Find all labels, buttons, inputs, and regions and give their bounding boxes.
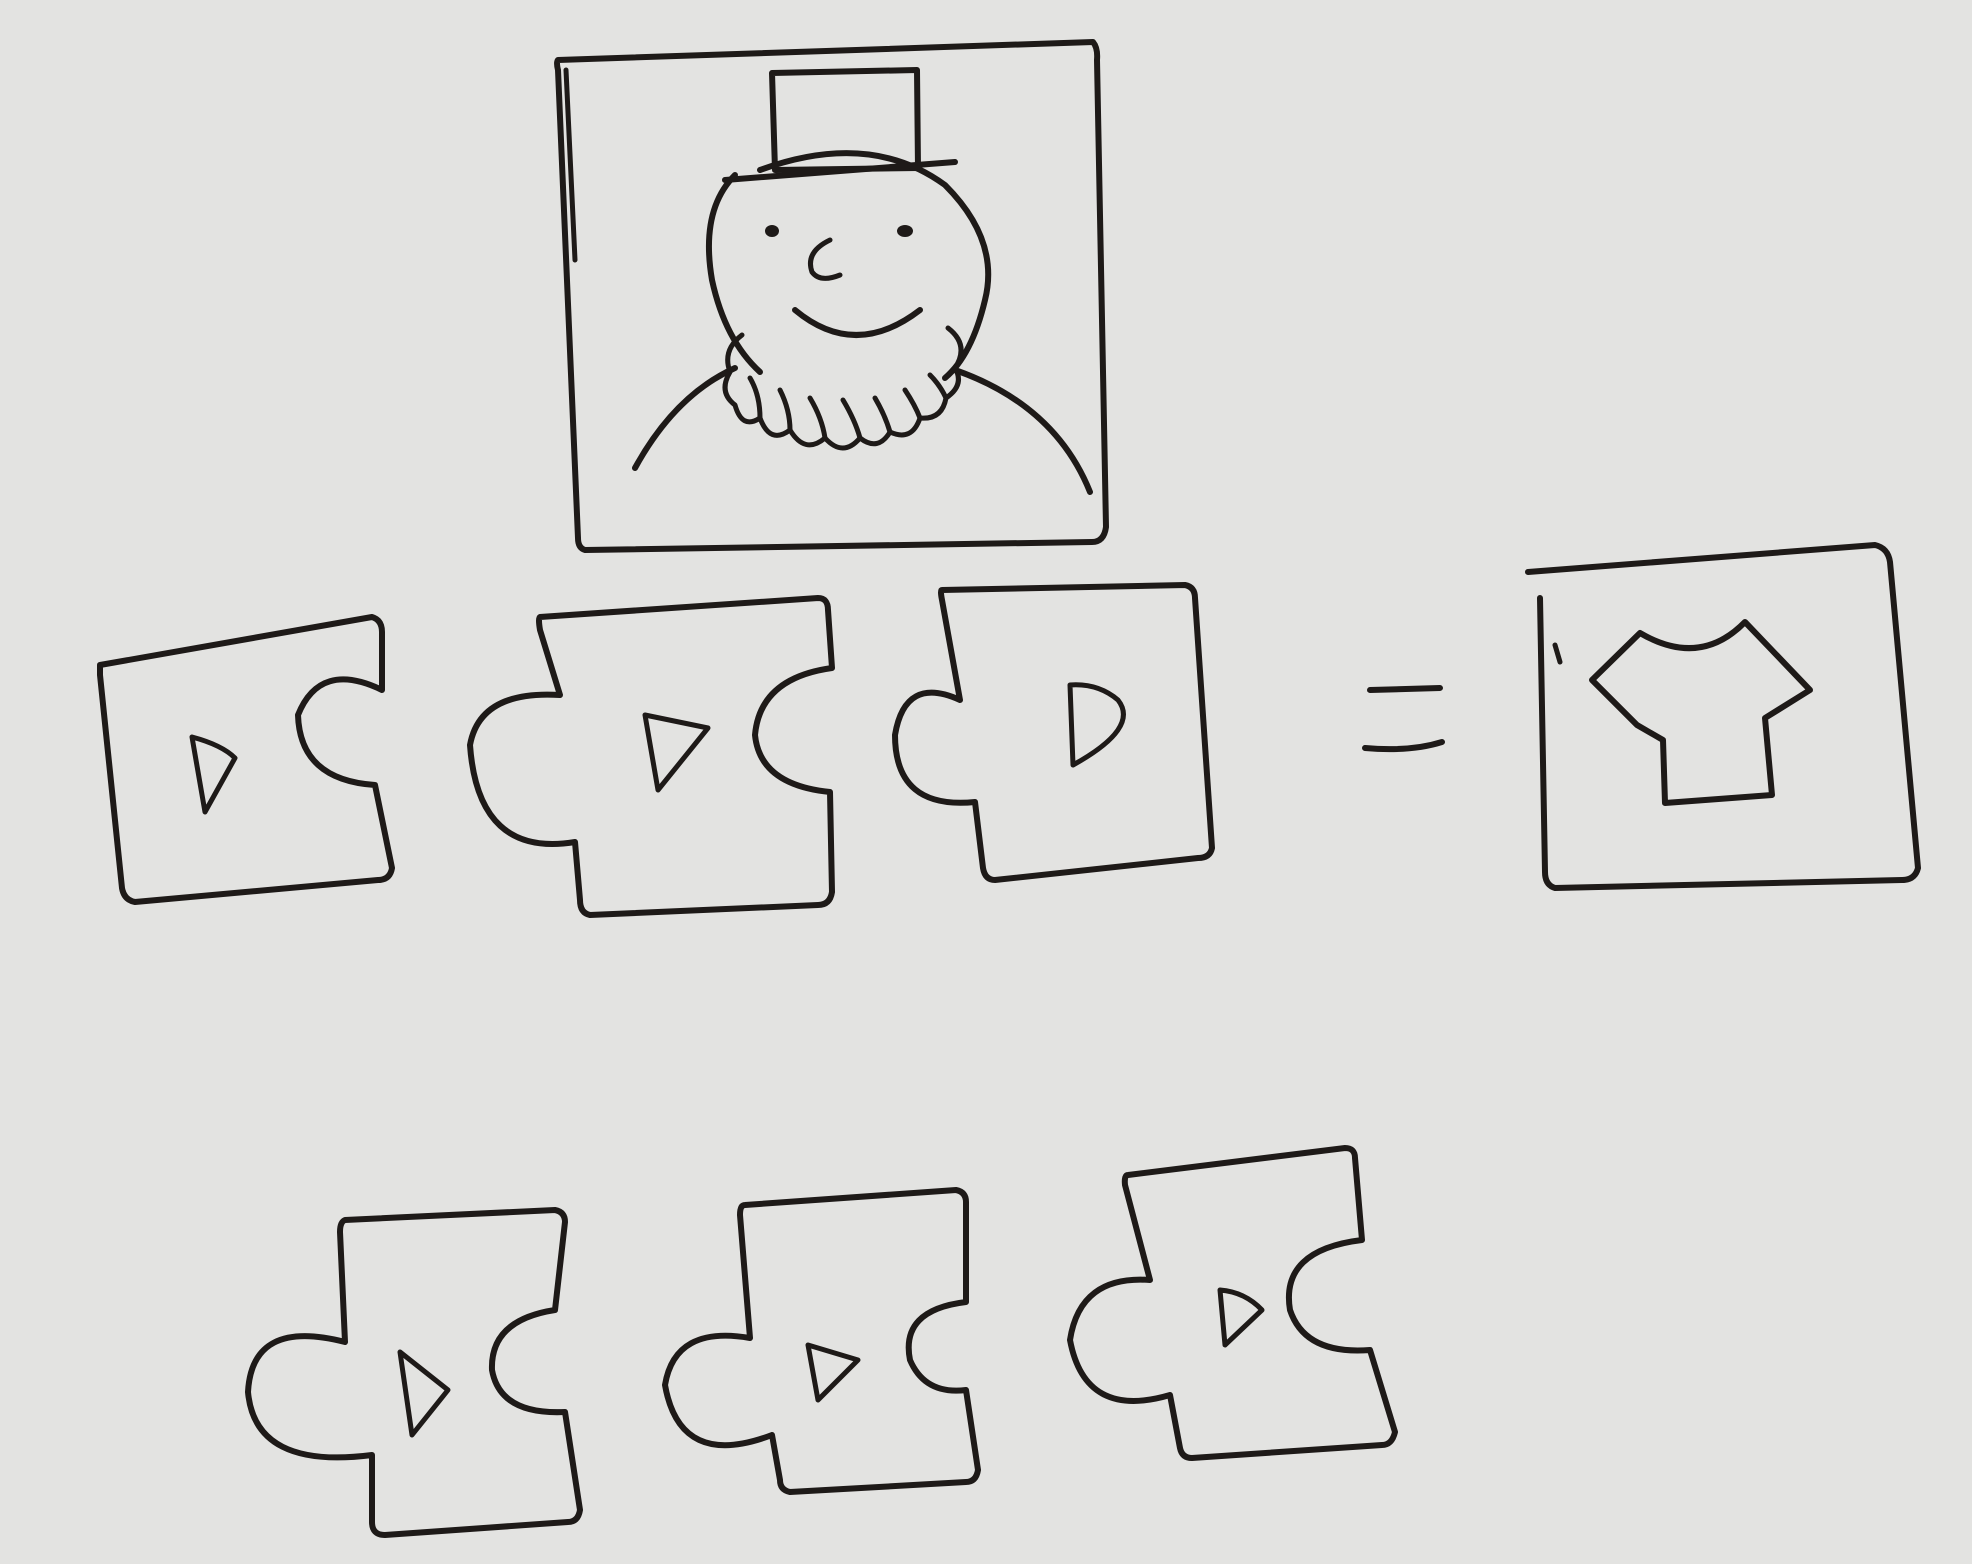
ruff-collar: [722, 325, 964, 451]
portrait-frame-stroke: [563, 67, 578, 263]
puzzle-piece-icon: [97, 614, 395, 905]
right-eye: [897, 225, 913, 237]
smile: [792, 307, 923, 338]
nose: [808, 237, 843, 281]
puzzle-piece-icon: [892, 582, 1215, 883]
man-with-top-hat-icon: [632, 67, 1093, 495]
puzzle-piece-icon: [1067, 1145, 1398, 1461]
ruff-folds: [747, 372, 949, 441]
puzzle-piece-6: [1067, 1145, 1398, 1461]
result-frame-corner: [1537, 595, 1563, 665]
result-frame: [1525, 542, 1921, 891]
play-triangle-icon: [397, 1349, 451, 1438]
loose-pieces-row: [245, 1145, 1398, 1538]
play-triangle-icon: [1067, 682, 1126, 768]
play-triangle-icon: [189, 734, 238, 815]
puzzle-piece-icon: [245, 1207, 583, 1538]
puzzle-piece-2: [467, 595, 835, 918]
equals-bottom-bar: [1362, 739, 1445, 753]
portrait-card: [554, 39, 1109, 553]
t-shirt-icon: [1589, 619, 1813, 806]
play-triangle-icon: [805, 1342, 861, 1403]
puzzle-piece-5: [662, 1187, 981, 1495]
puzzle-piece-1: [97, 614, 395, 905]
equals-top-bar: [1367, 685, 1443, 693]
puzzle-piece-icon: [662, 1187, 981, 1495]
portrait-frame: [554, 39, 1109, 553]
play-triangle-icon: [1217, 1287, 1265, 1348]
head: [705, 150, 992, 381]
puzzle-piece-icon: [467, 595, 835, 918]
play-triangle-icon: [642, 712, 711, 793]
result-card: [1525, 542, 1921, 891]
shoulders: [632, 365, 1093, 495]
left-eye: [765, 225, 779, 237]
puzzle-piece-3: [892, 582, 1215, 883]
equals-sign-icon: [1362, 685, 1445, 753]
puzzle-piece-4: [245, 1207, 583, 1538]
puzzle-equation-row: [97, 542, 1921, 918]
